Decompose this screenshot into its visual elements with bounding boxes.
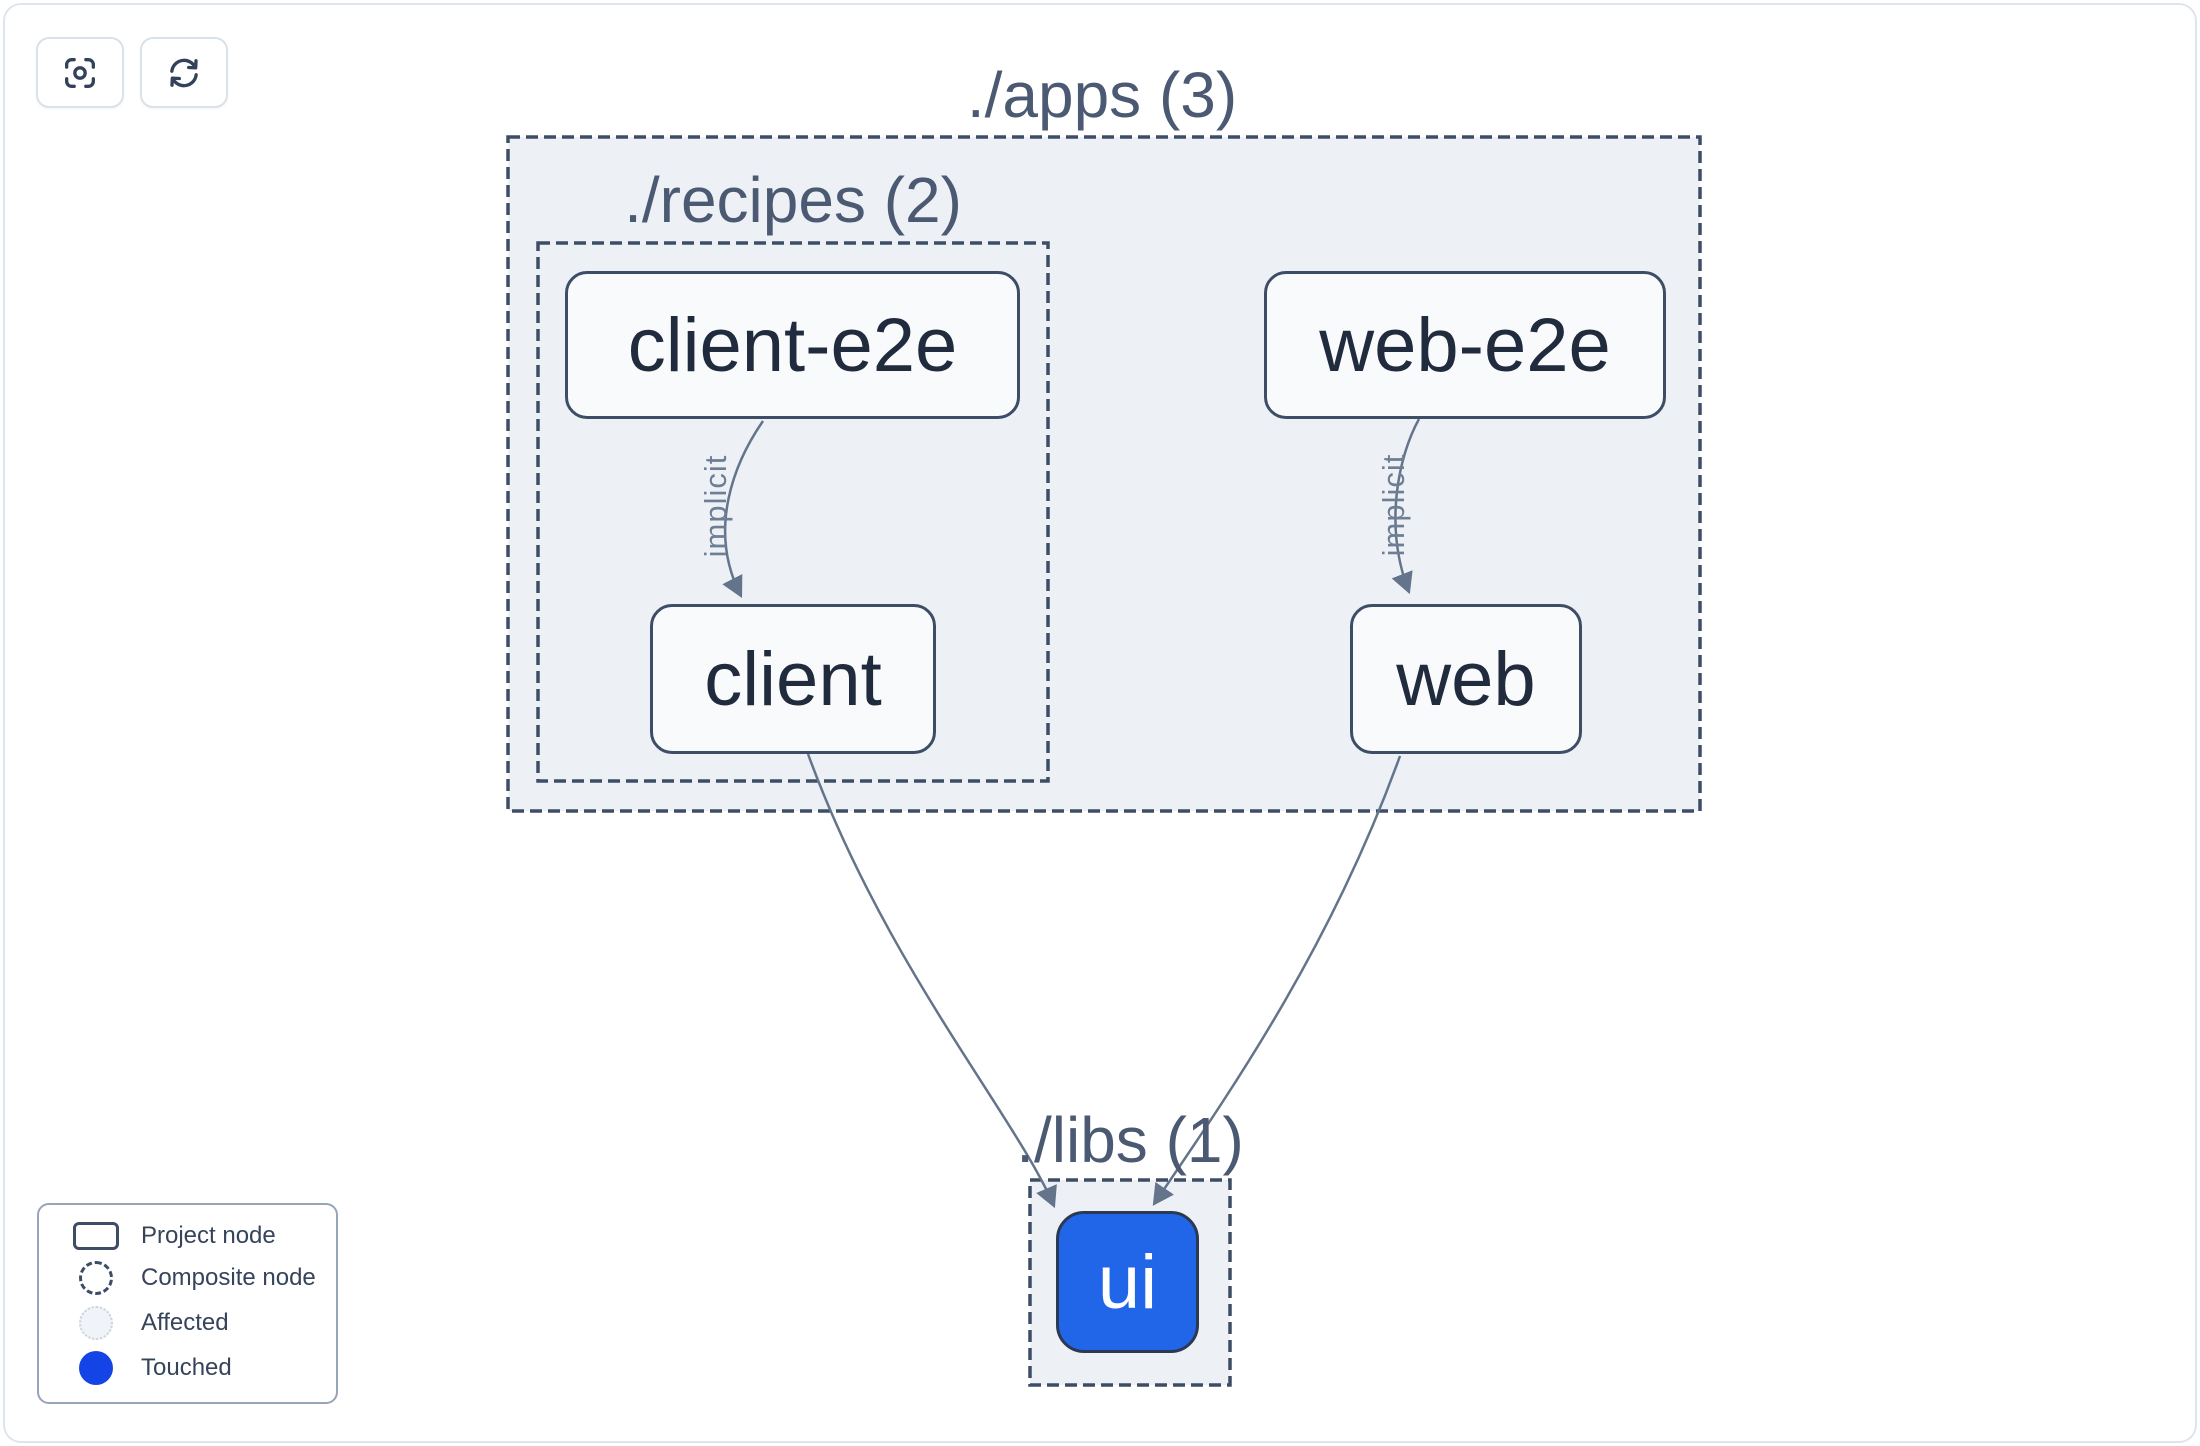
edge-client-e2e-to-client[interactable] xyxy=(722,420,765,599)
node-label: web xyxy=(1396,636,1536,722)
focus-icon xyxy=(65,57,96,88)
edge-label-implicit-client: implicit xyxy=(698,454,733,558)
graph-toolbar xyxy=(36,37,228,108)
node-client-e2e[interactable]: client-e2e xyxy=(565,271,1020,419)
node-label: ui xyxy=(1097,1239,1158,1325)
edge-web-to-ui[interactable] xyxy=(1152,755,1402,1206)
legend-item-affected: Affected xyxy=(63,1305,326,1340)
legend-item-project-node: Project node xyxy=(63,1222,326,1251)
group-label-apps: ./apps (3) xyxy=(966,59,1238,131)
node-label: client-e2e xyxy=(627,302,958,388)
node-label: web-e2e xyxy=(1319,302,1611,388)
edge-label-implicit-web: implicit xyxy=(1376,453,1411,557)
legend-label: Project node xyxy=(141,1222,276,1250)
node-web-e2e[interactable]: web-e2e xyxy=(1264,271,1666,419)
project-node-swatch xyxy=(73,1222,119,1251)
group-label-libs: ./libs (1) xyxy=(1016,1104,1244,1176)
edge-client-to-ui[interactable] xyxy=(806,753,1057,1209)
node-client[interactable]: client xyxy=(650,604,936,754)
legend-label: Affected xyxy=(141,1308,229,1336)
legend-label: Composite node xyxy=(141,1264,316,1292)
node-web[interactable]: web xyxy=(1350,604,1582,754)
legend-item-composite-node: Composite node xyxy=(63,1261,326,1296)
refresh-icon xyxy=(170,58,198,87)
edge-web-e2e-to-web[interactable] xyxy=(1391,418,1421,595)
refresh-button[interactable] xyxy=(140,37,228,108)
affected-swatch xyxy=(79,1305,113,1340)
touched-swatch xyxy=(79,1350,113,1385)
legend-item-touched: Touched xyxy=(63,1350,326,1385)
composite-node-swatch xyxy=(79,1261,113,1296)
node-ui[interactable]: ui xyxy=(1056,1211,1199,1353)
legend-panel: Project node Composite node Affected Tou… xyxy=(37,1203,338,1404)
focus-button[interactable] xyxy=(36,37,124,108)
group-label-recipes: ./recipes (2) xyxy=(624,164,962,236)
legend-label: Touched xyxy=(141,1353,232,1381)
node-label: client xyxy=(704,636,882,722)
